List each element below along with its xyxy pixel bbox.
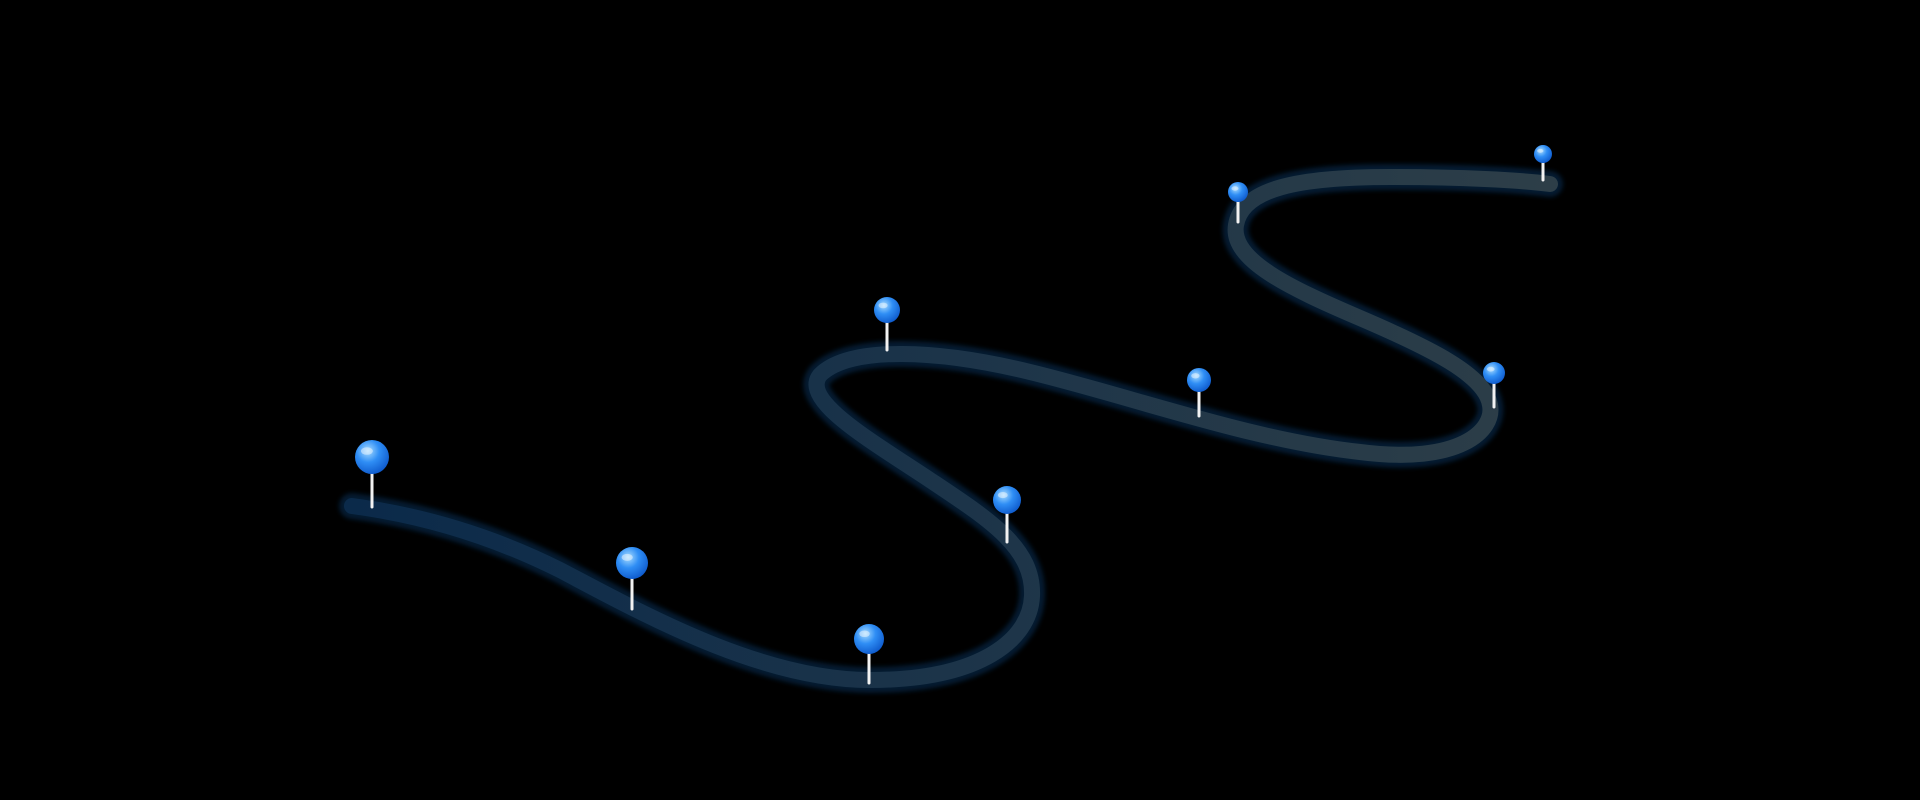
pins-layer <box>355 145 1552 685</box>
pin-highlight <box>360 447 373 455</box>
pin-head <box>1534 145 1552 163</box>
pin-highlight <box>859 630 870 638</box>
road-path <box>339 164 1563 693</box>
location-pin-icon <box>1228 182 1248 224</box>
location-pin-icon <box>1483 362 1505 409</box>
location-pin-icon <box>854 624 884 685</box>
location-pin-icon <box>1187 368 1211 418</box>
location-pin-icon <box>874 297 900 352</box>
pin-head <box>1187 368 1211 392</box>
location-pin-icon <box>355 440 389 509</box>
location-pin-icon <box>993 486 1021 544</box>
pin-head <box>854 624 884 654</box>
pin-head <box>993 486 1021 514</box>
pin-highlight <box>1231 186 1239 191</box>
pin-highlight <box>1486 366 1495 372</box>
location-pin-icon <box>1534 145 1552 182</box>
pin-highlight <box>621 553 633 561</box>
location-pin-icon <box>616 547 648 611</box>
pin-head <box>1483 362 1505 384</box>
pin-highlight <box>1537 148 1544 153</box>
pin-head <box>616 547 648 579</box>
road-body <box>344 169 1558 688</box>
pin-head <box>874 297 900 323</box>
pin-highlight <box>997 492 1008 499</box>
pin-highlight <box>1191 373 1200 379</box>
pin-highlight <box>878 302 888 309</box>
pin-head <box>355 440 389 474</box>
pin-head <box>1228 182 1248 202</box>
road-glow <box>339 164 1563 693</box>
